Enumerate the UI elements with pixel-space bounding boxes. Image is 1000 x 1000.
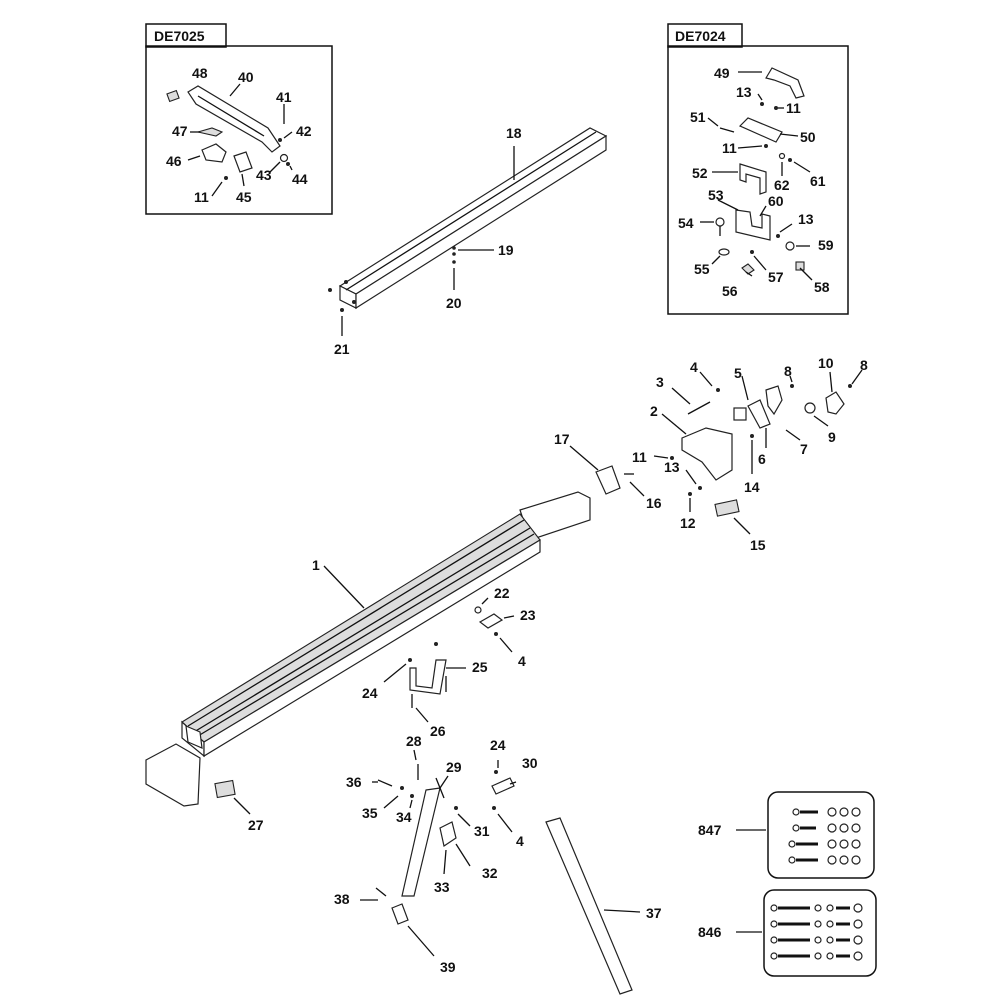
part-label: 13 xyxy=(798,211,814,227)
part-label: 1 xyxy=(312,557,320,573)
part-label: 36 xyxy=(346,774,362,790)
part-label: 5 xyxy=(734,365,742,381)
hardware-kit-846: 846 xyxy=(698,889,877,977)
part-label: 14 xyxy=(744,479,760,495)
part-label: 55 xyxy=(694,261,710,277)
part-label: 20 xyxy=(446,295,462,311)
part-label: 42 xyxy=(296,123,312,139)
kit-de7025-inset: DE7025 48 40 41 42 47 46 43 44 11 45 xyxy=(145,23,333,215)
part-label: 51 xyxy=(690,109,706,125)
part-label: 22 xyxy=(494,585,510,601)
part-label: 61 xyxy=(810,173,826,189)
part-label: 46 xyxy=(166,153,182,169)
part-label: 8 xyxy=(860,357,868,373)
part-label: 15 xyxy=(750,537,766,553)
kit-model-label: DE7025 xyxy=(154,28,205,44)
part-label: 30 xyxy=(522,755,538,771)
part-label: 17 xyxy=(554,431,570,447)
part-label: 44 xyxy=(292,171,308,187)
part-label: 4 xyxy=(516,833,524,849)
part-label: 12 xyxy=(680,515,696,531)
part-label: 9 xyxy=(828,429,836,445)
kit-model-label: DE7024 xyxy=(675,28,726,44)
part-label: 7 xyxy=(800,441,808,457)
part-label: 4 xyxy=(518,653,526,669)
part-label: 56 xyxy=(722,283,738,299)
part-label: 11 xyxy=(632,449,647,465)
part-label: 13 xyxy=(736,84,752,100)
part-label: 32 xyxy=(482,865,498,881)
upper-tube: 18 19 20 21 xyxy=(328,125,608,357)
part-label: 62 xyxy=(774,177,790,193)
part-label: 41 xyxy=(276,89,292,105)
part-label: 8 xyxy=(784,363,792,379)
part-label: 11 xyxy=(722,140,737,156)
main-beam: 1 27 xyxy=(145,491,591,833)
part-label: 47 xyxy=(172,123,188,139)
part-label: 57 xyxy=(768,269,784,285)
part-label: 29 xyxy=(446,759,462,775)
part-label: 43 xyxy=(256,167,272,183)
part-label: 45 xyxy=(236,189,252,205)
part-label: 38 xyxy=(334,891,350,907)
part-label: 16 xyxy=(646,495,662,511)
part-label: 53 xyxy=(708,187,724,203)
part-label: 26 xyxy=(430,723,446,739)
part-label: 847 xyxy=(698,822,722,838)
part-label: 18 xyxy=(506,125,522,141)
part-label: 846 xyxy=(698,924,722,940)
part-label: 11 xyxy=(194,189,209,205)
leg-assembly: 28 29 24 30 36 35 34 31 4 32 33 38 37 39 xyxy=(334,733,662,995)
part-label: 33 xyxy=(434,879,450,895)
part-label: 21 xyxy=(334,341,350,357)
part-label: 34 xyxy=(396,809,412,825)
part-label: 23 xyxy=(520,607,536,623)
part-label: 35 xyxy=(362,805,378,821)
kit-de7024-inset: DE7024 49 xyxy=(667,23,849,315)
part-label: 48 xyxy=(192,65,208,81)
part-label: 24 xyxy=(490,737,506,753)
part-label: 3 xyxy=(656,374,664,390)
part-label: 10 xyxy=(818,355,834,371)
part-label: 25 xyxy=(472,659,488,675)
hardware-kit-847: 847 xyxy=(698,791,875,879)
part-label: 2 xyxy=(650,403,658,419)
part-label: 13 xyxy=(664,459,680,475)
handle-assembly: 22 23 4 24 25 26 xyxy=(362,585,536,739)
part-label: 58 xyxy=(814,279,830,295)
part-label: 24 xyxy=(362,685,378,701)
part-label: 27 xyxy=(248,817,264,833)
part-label: 37 xyxy=(646,905,662,921)
part-label: 52 xyxy=(692,165,708,181)
part-label: 11 xyxy=(786,100,801,116)
part-label: 60 xyxy=(768,193,784,209)
part-label: 28 xyxy=(406,733,422,749)
part-label: 59 xyxy=(818,237,834,253)
part-label: 49 xyxy=(714,65,730,81)
part-label: 40 xyxy=(238,69,254,85)
part-label: 50 xyxy=(800,129,816,145)
part-label: 4 xyxy=(690,359,698,375)
part-label: 6 xyxy=(758,451,766,467)
part-label: 19 xyxy=(498,242,514,258)
part-label: 39 xyxy=(440,959,456,975)
end-assembly: 4 3 2 5 8 10 8 6 7 9 14 11 13 12 17 16 1… xyxy=(554,355,868,553)
part-label: 54 xyxy=(678,215,694,231)
part-label: 31 xyxy=(474,823,490,839)
